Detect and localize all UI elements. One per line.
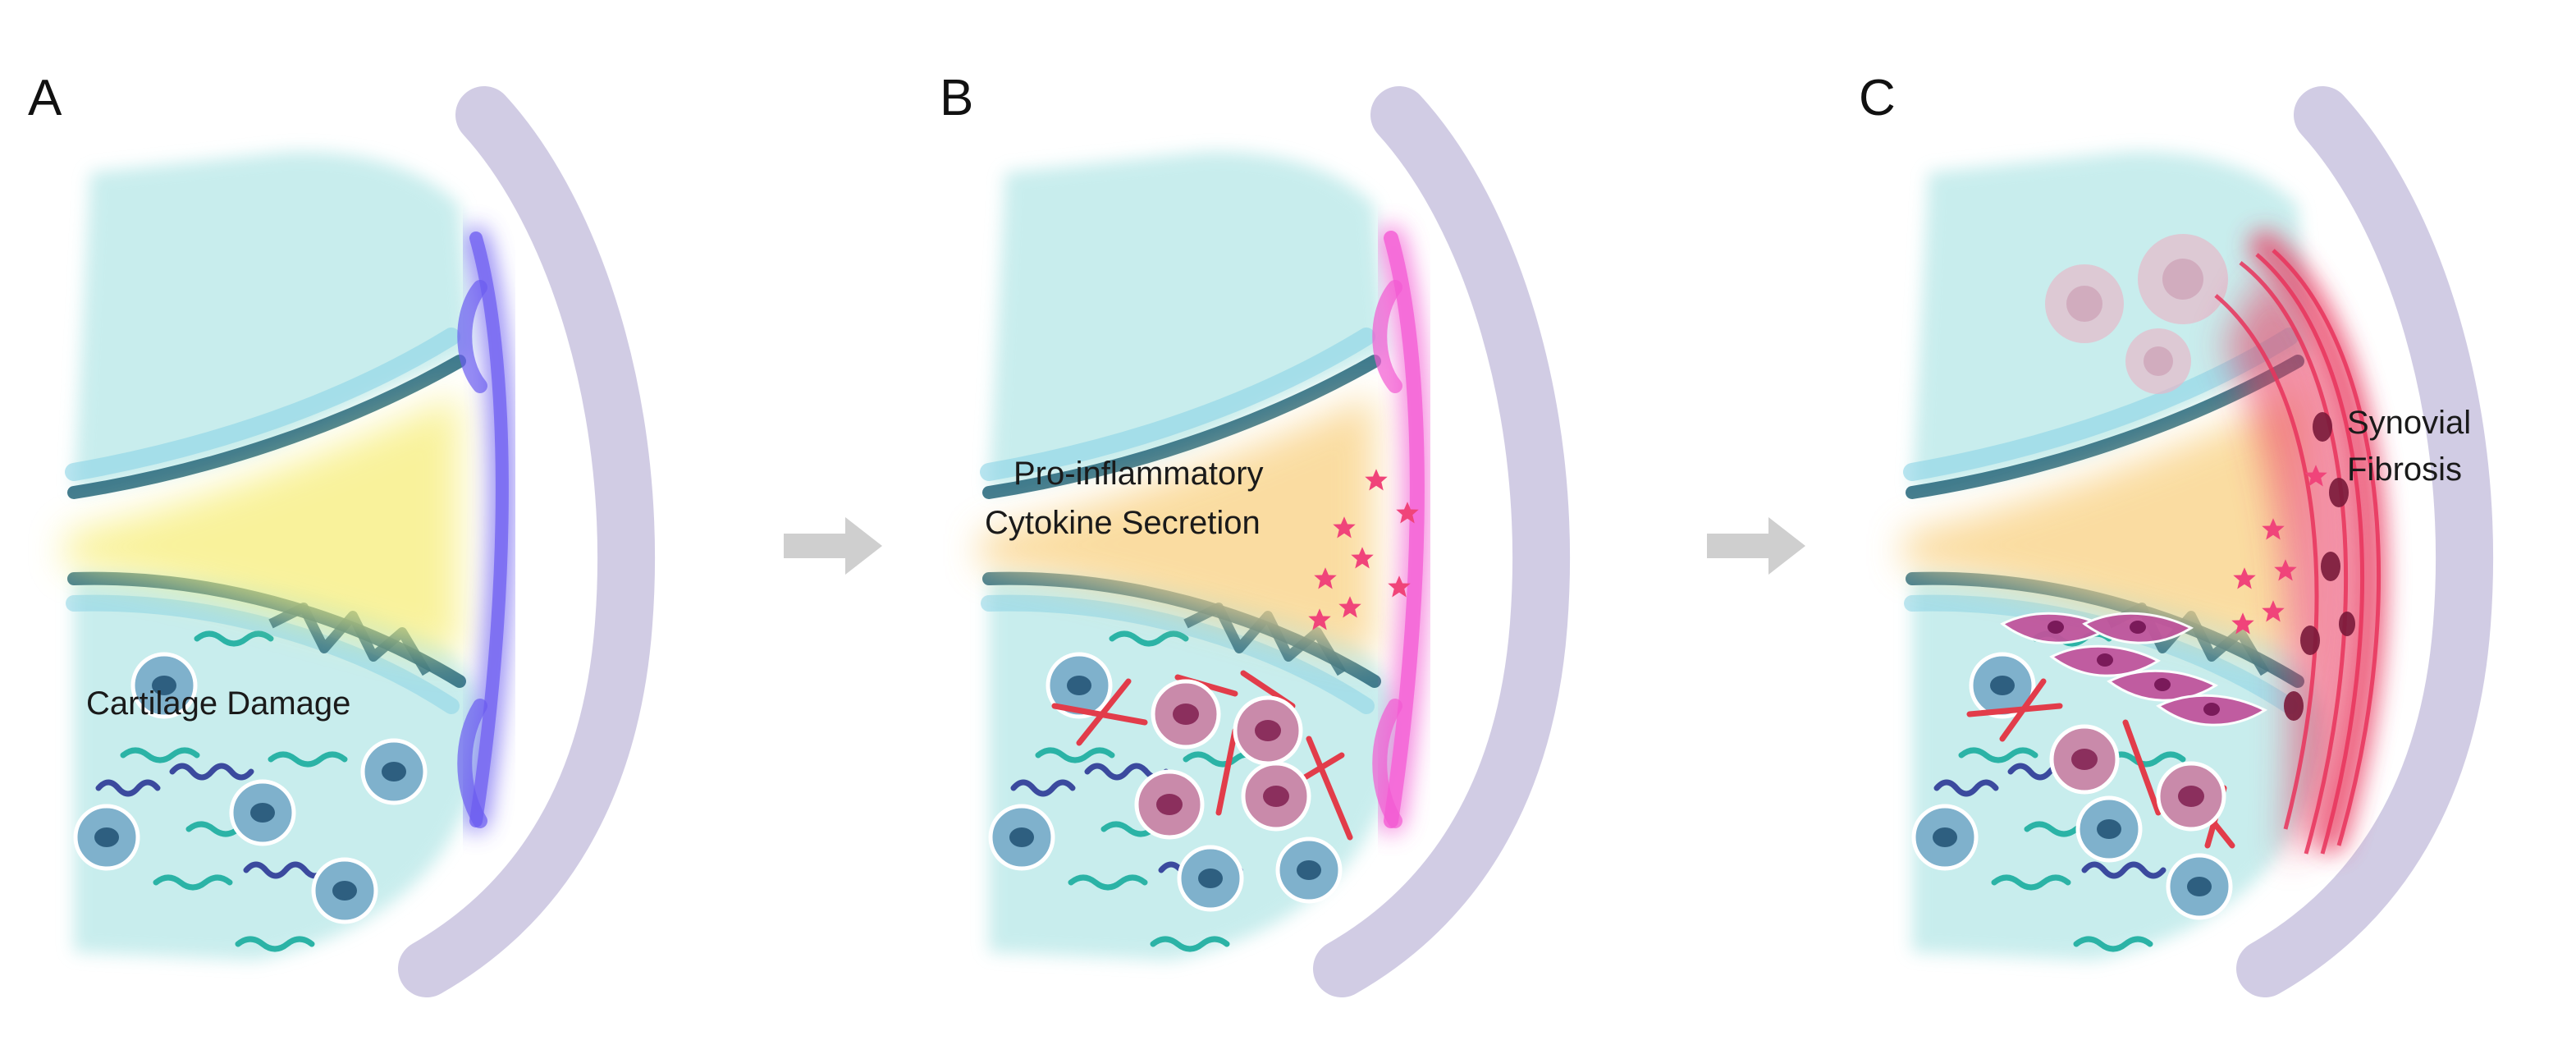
label-synovial: Synovial [2347,405,2471,441]
label-cartilage-damage: Cartilage Damage [86,685,350,722]
arrow-right-icon [784,517,882,575]
panel-letter-b: B [940,70,973,126]
panel-c: C [1859,70,2471,969]
label-pro-inflammatory: Pro-inflammatory [1013,456,1264,492]
panel-a: A Cartilage Damage [28,70,626,969]
label-fibrosis: Fibrosis [2347,451,2462,488]
panel-letter-a: A [28,70,62,126]
arrow-right-icon [1707,517,1805,575]
panel-letter-c: C [1859,70,1896,126]
label-cytokine-secretion: Cytokine Secretion [985,505,1261,541]
panel-b: B [940,70,1541,969]
